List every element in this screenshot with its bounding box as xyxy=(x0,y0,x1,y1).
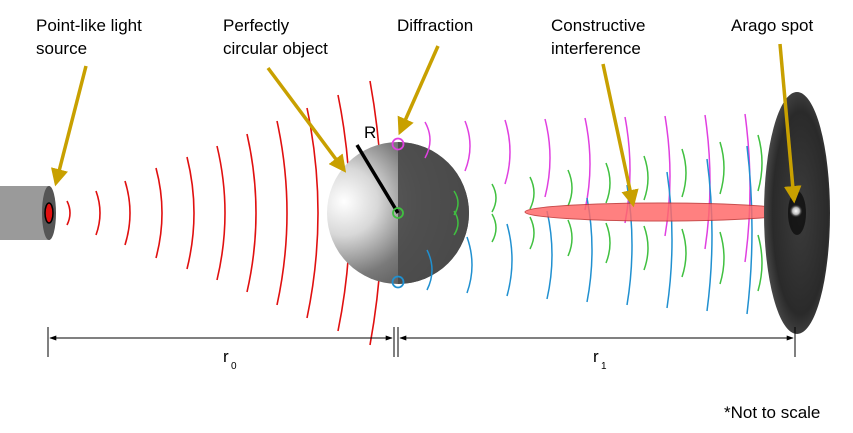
diffracted-wave-magenta-4 xyxy=(544,118,551,198)
screen xyxy=(764,92,830,334)
arago-arrow xyxy=(778,43,802,204)
r1-subscript: 1 xyxy=(601,361,607,372)
diffraction-arrow xyxy=(397,45,440,136)
diffracted-wave-blue-1 xyxy=(426,249,433,291)
distance-markers xyxy=(47,327,796,357)
diffracted-wave-green-13 xyxy=(681,148,687,198)
edge-marker-top xyxy=(391,137,405,151)
incident-wavefront-8 xyxy=(276,120,288,306)
diffracted-wave-blue-7 xyxy=(666,171,673,309)
object-label-line1: Perfectly xyxy=(223,16,290,35)
radius-label: R xyxy=(364,123,376,142)
diffracted-wave-magenta-9 xyxy=(744,113,751,263)
diffracted-wave-green-15 xyxy=(719,141,725,195)
source-arrow xyxy=(51,65,88,187)
constructive-arrow xyxy=(601,63,639,208)
diffracted-wave-blue-4 xyxy=(546,210,553,300)
diffracted-wave-blue-3 xyxy=(506,223,513,297)
diffraction-label: Diffraction xyxy=(397,16,473,35)
source-point xyxy=(44,202,54,224)
diffracted-wave-green-7 xyxy=(567,169,573,207)
incident-wavefront-3 xyxy=(124,180,131,246)
incident-wavefront-2 xyxy=(95,190,101,236)
constructive-label-line1: Constructive xyxy=(551,16,645,35)
diffracted-wave-green-2 xyxy=(453,210,459,236)
incident-wavefront-6 xyxy=(216,145,226,281)
diffracted-wave-green-11 xyxy=(643,155,649,201)
source-tube xyxy=(0,186,50,240)
diffracted-wave-blue-9 xyxy=(746,145,753,315)
circular-object xyxy=(327,137,469,289)
diffracted-wave-green-14 xyxy=(681,228,687,278)
incident-wavefronts xyxy=(66,80,383,346)
r1-label: r xyxy=(593,347,599,366)
edge-marker-bottom xyxy=(391,275,405,289)
diffracted-wave-green-9 xyxy=(605,162,611,204)
source-label-line1: Point-like light xyxy=(36,16,142,35)
constructive-label-line2: interference xyxy=(551,39,641,58)
object-arrow xyxy=(266,66,347,173)
diffracted-wave-blue-2 xyxy=(466,236,473,294)
incident-wavefront-5 xyxy=(186,156,195,270)
diffracted-wave-green-3 xyxy=(491,183,497,213)
r0-label: r xyxy=(223,347,229,366)
diffracted-wave-green-10 xyxy=(605,222,611,264)
diffracted-wave-magenta-2 xyxy=(464,120,471,172)
diffracted-wave-magenta-1 xyxy=(424,121,431,159)
r0-subscript: 0 xyxy=(231,361,237,372)
diffracted-wave-blue-8 xyxy=(706,158,713,312)
diffracted-wave-magenta-3 xyxy=(504,119,511,185)
source-label-line2: source xyxy=(36,39,87,58)
label-arrows xyxy=(51,43,802,208)
constructive-interference-zone xyxy=(524,202,796,222)
diffracted-wave-green-5 xyxy=(529,176,535,210)
light-source xyxy=(0,186,56,240)
diffracted-wavefronts xyxy=(424,113,763,315)
center-marker xyxy=(392,207,404,219)
incident-wavefront-9 xyxy=(306,107,319,319)
incident-wavefront-4 xyxy=(155,167,163,259)
diffracted-wave-green-4 xyxy=(491,213,497,243)
diffracted-wave-green-16 xyxy=(719,231,725,285)
scale-note: *Not to scale xyxy=(724,403,820,422)
diffracted-wave-magenta-7 xyxy=(664,115,671,237)
diffracted-wave-green-6 xyxy=(529,216,535,250)
incident-wavefront-7 xyxy=(246,133,257,293)
diffracted-wave-green-8 xyxy=(567,219,573,257)
arago-spot xyxy=(789,204,803,218)
arago-label: Arago spot xyxy=(731,16,813,35)
diffracted-wave-magenta-5 xyxy=(584,117,591,211)
diffracted-wave-green-12 xyxy=(643,225,649,271)
diffracted-wave-green-17 xyxy=(757,134,763,192)
diffracted-wave-green-18 xyxy=(757,234,763,292)
incident-wavefront-1 xyxy=(66,200,71,226)
object-label-line2: circular object xyxy=(223,39,328,58)
radius-line xyxy=(355,144,400,214)
disc-shadow-half xyxy=(398,142,469,284)
